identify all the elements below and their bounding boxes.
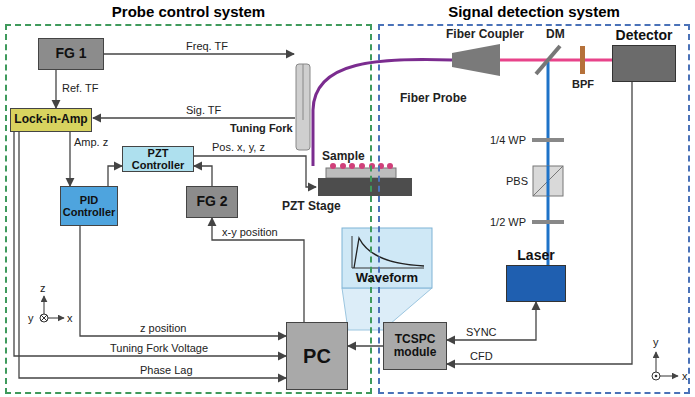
sample-particles (330, 163, 393, 169)
node-label: TCSPC module (386, 333, 444, 359)
node-label: Waveform (356, 271, 418, 285)
fiber-coupler (452, 44, 500, 76)
signal-connector (108, 166, 122, 186)
node-label: Laser (506, 248, 566, 263)
laser: Laser (506, 248, 566, 302)
part-label: PZT Stage (282, 200, 341, 213)
computer: PC (286, 322, 348, 390)
pzt-controller: PZT Controller (122, 146, 194, 172)
laser-housing (506, 265, 566, 302)
signal-connector (14, 132, 286, 356)
signal-label: CFD (470, 350, 493, 362)
axis-into-page (41, 315, 47, 321)
axis-label: x (67, 312, 73, 324)
tuning-fork (296, 64, 310, 150)
part-label: 1/2 WP (490, 216, 526, 228)
axis-label: z (40, 282, 46, 294)
freq-wire (104, 53, 294, 54)
part-label: Fiber Probe (400, 92, 467, 105)
node-label: FG 2 (196, 194, 227, 209)
signal-label: Sig. TF (186, 104, 221, 116)
signal-label: Phase Lag (140, 364, 193, 376)
fiber-probe (313, 60, 452, 166)
laser-beam (547, 166, 550, 196)
signal-connector (212, 218, 304, 322)
signal-label: Amp. z (74, 136, 108, 148)
pos-wire (194, 156, 316, 187)
pbs-diagonal (533, 166, 563, 196)
panel-heading: Signal detection system (380, 4, 688, 21)
signal-connector (447, 302, 536, 340)
waveform-frame (342, 228, 432, 288)
signal-connector (69, 132, 70, 186)
detector-housing (612, 45, 676, 82)
signal-connector (194, 166, 212, 186)
signal-label: z position (140, 322, 186, 334)
axis-out-of-page (652, 372, 660, 380)
signal-connector (55, 70, 56, 108)
part-label: PBS (506, 175, 528, 187)
node-label: PC (303, 345, 331, 367)
waveform-axes (352, 236, 424, 268)
axis-out-of-page (655, 375, 658, 378)
node-label: Detector (612, 28, 676, 43)
function-generator: FG 1 (38, 38, 104, 70)
signal-label: x-y position (222, 226, 278, 238)
detector: Detector (612, 28, 676, 82)
signal-label: Tuning Fork Voltage (110, 342, 208, 354)
tcspc-module: TCSPC module (383, 322, 447, 370)
signal-connector (447, 82, 632, 364)
part-label: 1/4 WP (490, 134, 526, 146)
polarizing-beam-splitter (533, 166, 563, 196)
node-label: PID Controller (63, 194, 116, 218)
axis-label: y (28, 312, 34, 324)
sig-wire (93, 117, 295, 118)
part-label: DM (546, 28, 565, 41)
part-label: Tuning Fork (230, 122, 293, 134)
signal-connector (80, 226, 286, 336)
panel-heading: Probe control system (7, 4, 370, 21)
waveform-inset: Waveform (342, 228, 432, 288)
part-label: Sample (322, 150, 365, 163)
half-wave-plate (532, 220, 564, 224)
axis-label: x (682, 370, 688, 382)
node-label: FG 1 (55, 46, 86, 61)
node-label: Lock-in-Amp (14, 113, 87, 126)
emission-beam (500, 59, 612, 62)
function-generator: FG 2 (186, 186, 238, 218)
signal-label: SYNC (466, 326, 497, 338)
laser-beam (547, 62, 550, 266)
system-panel: Signal detection systemTCSPC moduleLaser… (378, 24, 690, 394)
pid-controller: PID Controller (60, 186, 118, 226)
lock-in-amplifier: Lock-in-Amp (10, 108, 92, 132)
signal-label: Freq. TF (186, 40, 228, 52)
axis-label: y (653, 336, 659, 348)
dichroic-mirror (536, 46, 560, 74)
part-label: BPF (572, 78, 594, 90)
axis-into-page (40, 314, 48, 322)
signal-connector (19, 132, 286, 378)
pzt-stage (318, 178, 412, 196)
decay-curve (354, 238, 424, 268)
signal-label: Ref. TF (62, 82, 98, 94)
signal-label: Pos. x, y, z (212, 141, 265, 153)
band-pass-filter (580, 46, 585, 74)
tuning-fork-slit (303, 64, 304, 120)
part-label: Fiber Coupler (446, 28, 524, 41)
sample-slab (326, 168, 396, 178)
node-label: PZT Controller (125, 147, 191, 171)
quarter-wave-plate (532, 138, 564, 142)
